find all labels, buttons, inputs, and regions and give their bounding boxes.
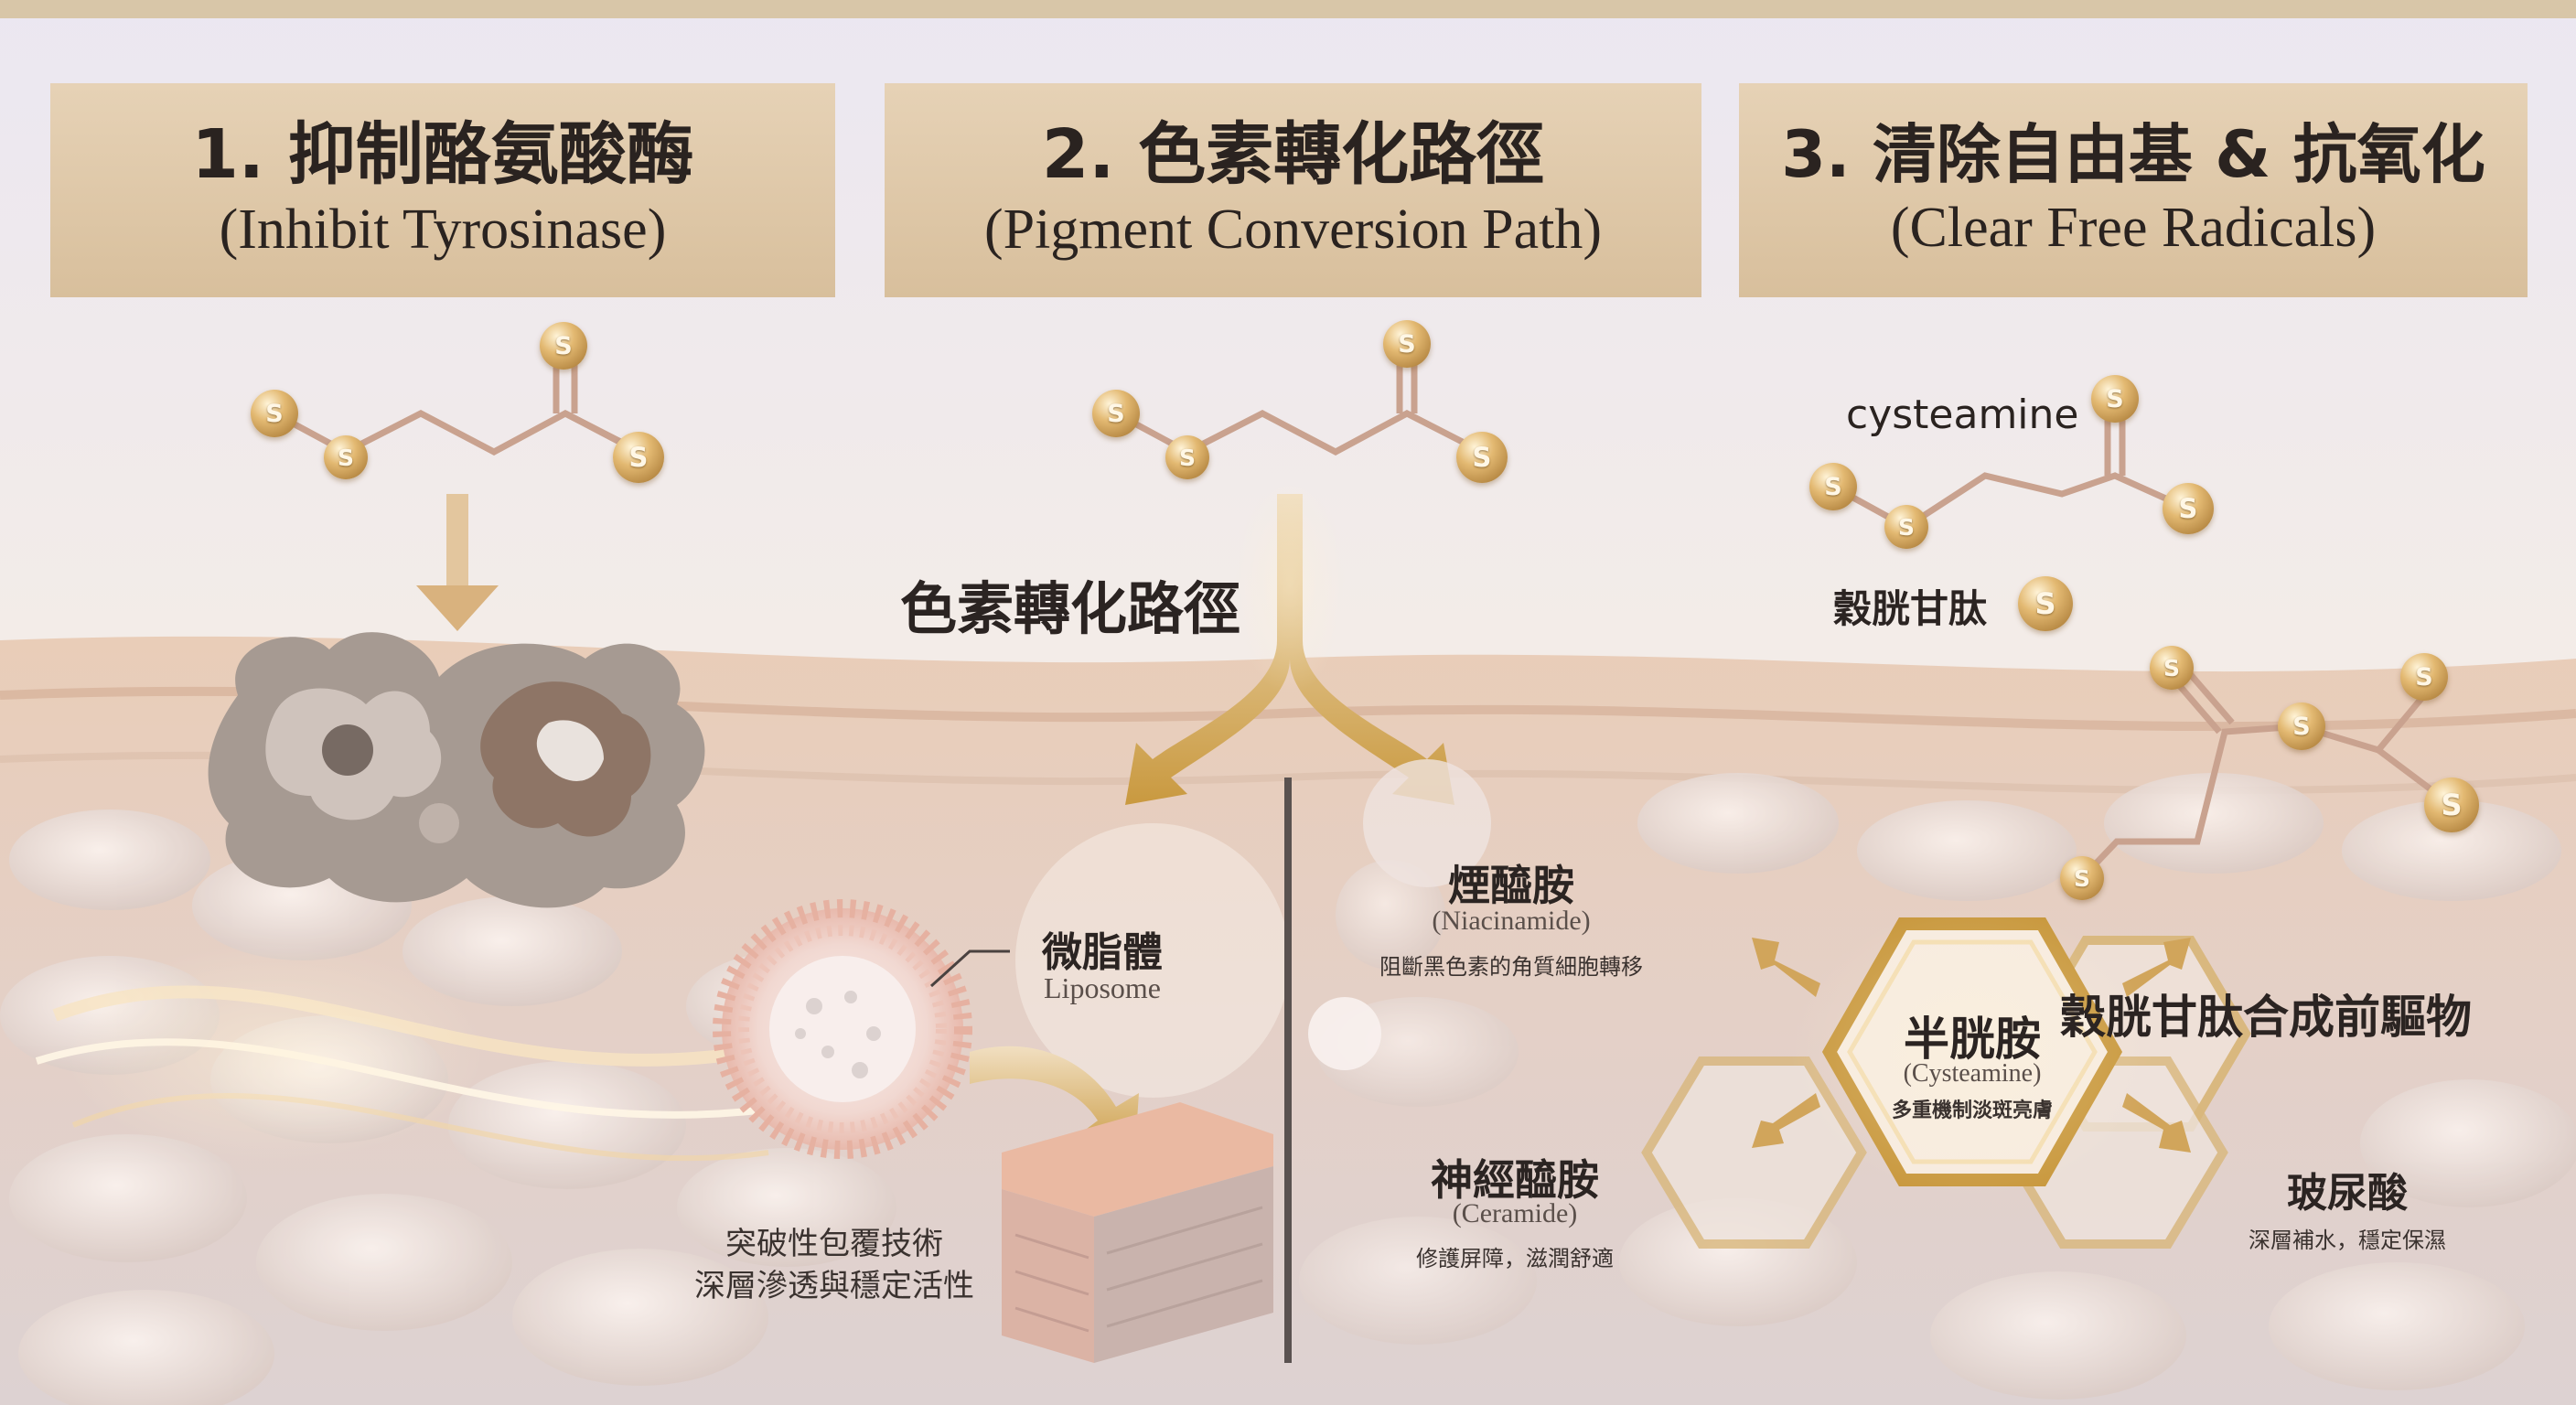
ceramide-desc: 修護屏障，滋潤舒適 bbox=[1416, 1246, 1614, 1271]
panel-header-3: 3. 清除自由基 & 抗氧化 (Clear Free Radicals) bbox=[1739, 83, 2528, 297]
ceramide-label: 神經醯胺 bbox=[1431, 1155, 1599, 1205]
cysteamine-center-label: 半胱胺 bbox=[1904, 1013, 2041, 1066]
tyrosinase-protein-icon bbox=[208, 632, 705, 908]
panel-title: 2. 色素轉化路徑 bbox=[1041, 114, 1545, 194]
sulfur-atom-icon: S bbox=[324, 435, 368, 479]
panel-subtitle: (Pigment Conversion Path) bbox=[983, 198, 1603, 262]
panel-header-2: 2. 色素轉化路徑 (Pigment Conversion Path) bbox=[885, 83, 1701, 297]
hyaluronic-desc: 深層補水，穩定保濕 bbox=[2249, 1228, 2446, 1253]
pigment-path-label: 色素轉化路徑 bbox=[899, 575, 1241, 642]
cysteamine-label: cysteamine bbox=[1846, 391, 2079, 438]
tech-caption-line2: 深層滲透與穩定活性 bbox=[694, 1268, 974, 1304]
precursor-label: 穀胱甘肽合成前驅物 bbox=[2060, 991, 2472, 1044]
sulfur-atom-icon: S bbox=[2400, 653, 2448, 701]
sulfur-atom-icon: S bbox=[1809, 463, 1857, 510]
panel-subtitle: (Clear Free Radicals) bbox=[1890, 196, 2377, 259]
sulfur-atom-icon: S bbox=[251, 390, 298, 437]
glutathione-label: 穀胱甘肽 bbox=[1833, 586, 1988, 631]
skin-block-icon bbox=[1002, 1102, 1273, 1363]
sulfur-atom-icon: S bbox=[2091, 375, 2139, 423]
tech-caption-line1: 突破性包覆技術 bbox=[725, 1226, 943, 1262]
cysteamine-center-label-en: (Cysteamine) bbox=[1903, 1059, 2042, 1088]
panel-title: 1. 抑制酪氨酸酶 bbox=[191, 114, 694, 194]
panel2-divider bbox=[1284, 778, 1292, 1363]
liposome-label-en: Liposome bbox=[1044, 971, 1161, 1004]
sulfur-atom-icon: S bbox=[2060, 856, 2104, 900]
liposome-icon bbox=[713, 899, 972, 1159]
panel-header-1: 1. 抑制酪氨酸酶 (Inhibit Tyrosinase) bbox=[50, 83, 835, 297]
niacinamide-desc: 阻斷黑色素的角質細胞轉移 bbox=[1379, 954, 1643, 980]
hyaluronic-label: 玻尿酸 bbox=[2287, 1170, 2408, 1217]
sulfur-atom-icon: S bbox=[1456, 432, 1508, 483]
sulfur-atom-icon: S bbox=[1092, 390, 1140, 437]
sulfur-atom-icon: S bbox=[2018, 576, 2073, 631]
sulfur-atom-icon: S bbox=[2424, 778, 2479, 832]
niacinamide-label-en: (Niacinamide) bbox=[1432, 906, 1591, 936]
cysteamine-center-desc: 多重機制淡斑亮膚 bbox=[1891, 1099, 2054, 1122]
sulfur-atom-icon: S bbox=[1383, 320, 1431, 368]
liposome-label: 微脂體 bbox=[1042, 929, 1163, 976]
sulfur-atom-icon: S bbox=[1884, 505, 1928, 549]
sulfur-atom-icon: S bbox=[540, 322, 587, 370]
sulfur-atom-icon: S bbox=[2278, 702, 2325, 750]
down-arrow-icon bbox=[416, 494, 499, 631]
panel-title: 3. 清除自由基 & 抗氧化 bbox=[1781, 116, 2485, 192]
sulfur-atom-icon: S bbox=[2163, 483, 2214, 534]
sulfur-atom-icon: S bbox=[1165, 435, 1209, 479]
panel-subtitle: (Inhibit Tyrosinase) bbox=[219, 198, 667, 262]
ceramide-label-en: (Ceramide) bbox=[1452, 1198, 1578, 1228]
sulfur-atom-icon: S bbox=[2150, 646, 2194, 690]
niacinamide-label: 煙醯胺 bbox=[1448, 861, 1574, 910]
sulfur-atom-icon: S bbox=[613, 432, 664, 483]
